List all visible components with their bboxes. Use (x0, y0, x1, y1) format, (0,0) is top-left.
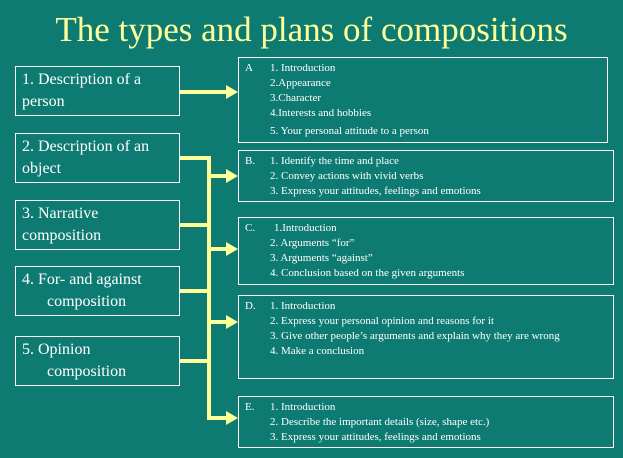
plan-item: 2. Arguments “for” (270, 237, 355, 249)
plan-item: 2. Describe the important details (size,… (270, 416, 490, 428)
type-box-person: 1. Description of a person (15, 66, 180, 116)
type-label: composition (47, 363, 127, 380)
type-label: 4. For- and against (22, 271, 142, 288)
type-label: person (22, 93, 65, 110)
type-label: 3. Narrative (22, 205, 99, 222)
plan-item: 4. Conclusion based on the given argumen… (270, 267, 465, 279)
plan-box-e: E. 1. Introduction 2. Describe the import… (238, 396, 614, 448)
plan-item: 3. Express your attitudes, feelings and … (270, 185, 481, 197)
plan-item: 3. Arguments “against” (270, 252, 373, 264)
type-box-object: 2. Description of an object (15, 133, 180, 183)
plan-letter: B. (245, 155, 256, 167)
type-label: 2. Description of an (22, 138, 150, 155)
type-label: 1. Description of a (22, 71, 142, 88)
plan-item: 5. Your personal attitude to a person (270, 125, 429, 137)
plan-item: 4. Make a conclusion (270, 345, 365, 357)
type-label: composition (22, 227, 102, 244)
plan-box-b: B. 1. Identify the time and place 2. Conv… (238, 150, 614, 202)
type-label: 5. Opinion (22, 341, 91, 358)
plan-item: 3. Give other people’s arguments and exp… (270, 330, 560, 342)
type-label: object (22, 160, 62, 177)
type-box-opinion: 5. Opinion composition (15, 336, 180, 386)
plan-letter: E. (245, 401, 255, 413)
type-box-narrative: 3. Narrative composition (15, 200, 180, 250)
plan-item: 3.Character (270, 92, 321, 104)
plan-item: 2. Express your personal opinion and rea… (270, 315, 494, 327)
plan-item: 2.Appearance (270, 77, 331, 89)
arrowhead-icon (226, 411, 238, 425)
plan-box-d: D. 1. Introduction 2. Express your person… (238, 295, 614, 379)
plan-item: 3. Express your attitudes, feelings and … (270, 431, 481, 443)
type-box-for-against: 4. For- and against composition (15, 266, 180, 316)
plan-item: 1. Introduction (270, 401, 336, 413)
plan-item: 4.Interests and hobbies (270, 107, 372, 119)
arrowhead-icon (226, 315, 238, 329)
plan-letter: D. (245, 300, 256, 312)
plan-letter: A (245, 62, 253, 74)
arrowhead-icon (226, 169, 238, 183)
plan-item: 1.Introduction (274, 222, 337, 234)
arrowhead-icon (226, 242, 238, 256)
plan-box-a: A 1. Introduction 2.Appearance 3.Characte… (238, 57, 608, 143)
plan-item: 2. Convey actions with vivid verbs (270, 170, 424, 182)
plan-item: 1. Introduction (270, 62, 336, 74)
page-title: The types and plans of compositions (55, 10, 568, 49)
type-label: composition (47, 293, 127, 310)
plan-item: 1. Identify the time and place (270, 155, 399, 167)
plan-item: 1. Introduction (270, 300, 336, 312)
plan-box-c: C. 1.Introduction 2. Arguments “for” 3. A… (238, 217, 614, 285)
plan-letter: C. (245, 222, 256, 234)
arrowhead-icon (226, 85, 238, 99)
